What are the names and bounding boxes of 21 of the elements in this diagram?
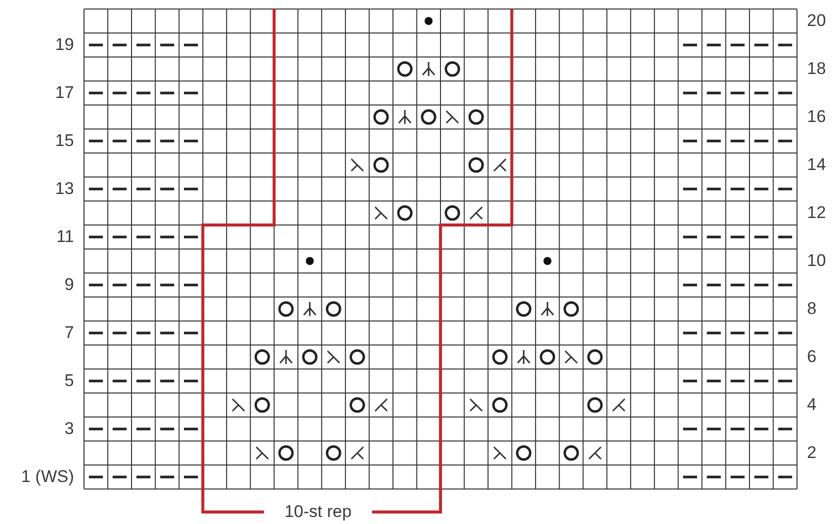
row-number: 15	[55, 131, 74, 151]
row-number: 20	[807, 11, 826, 31]
row-number: 13	[55, 179, 74, 199]
row-number: 7	[64, 323, 74, 343]
row-number: 11	[56, 227, 74, 247]
row-number: 8	[807, 299, 816, 319]
row-number: 10	[807, 251, 826, 271]
row-number: 17	[55, 83, 74, 103]
row-number: 9	[64, 275, 74, 295]
row-number: 4	[807, 395, 816, 415]
row-number: 12	[807, 203, 826, 223]
row-number: 2	[807, 443, 816, 463]
row-number: 18	[807, 59, 826, 79]
row-number: 1 (WS)	[21, 467, 74, 487]
repeat-label: 10-st rep	[284, 502, 352, 522]
row-number: 19	[55, 35, 74, 55]
row-number: 6	[807, 347, 816, 367]
row-number: 16	[807, 107, 826, 127]
row-number: 14	[807, 155, 826, 175]
row-number: 5	[64, 371, 74, 391]
row-number: 3	[64, 419, 74, 439]
